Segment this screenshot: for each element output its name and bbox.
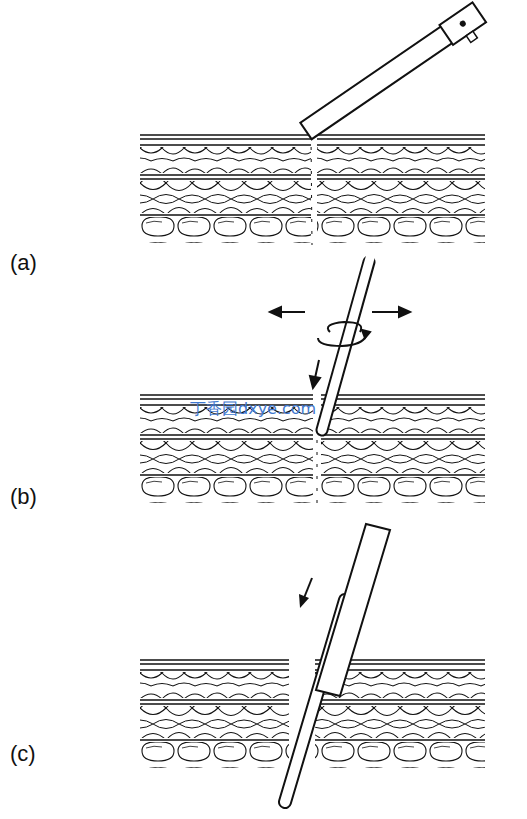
- watermark: 丁香园dxye.com: [190, 401, 316, 417]
- panel-label: (b): [10, 486, 37, 508]
- tissue-layers: [140, 393, 485, 507]
- panel-label: (c): [10, 743, 36, 765]
- tube-and-sheath: [285, 524, 390, 802]
- probe: [322, 258, 370, 430]
- scalpel: [299, 2, 490, 147]
- tissue-layers: [140, 132, 485, 250]
- motion-arrows: [270, 307, 410, 388]
- panel-label: (a): [10, 252, 37, 274]
